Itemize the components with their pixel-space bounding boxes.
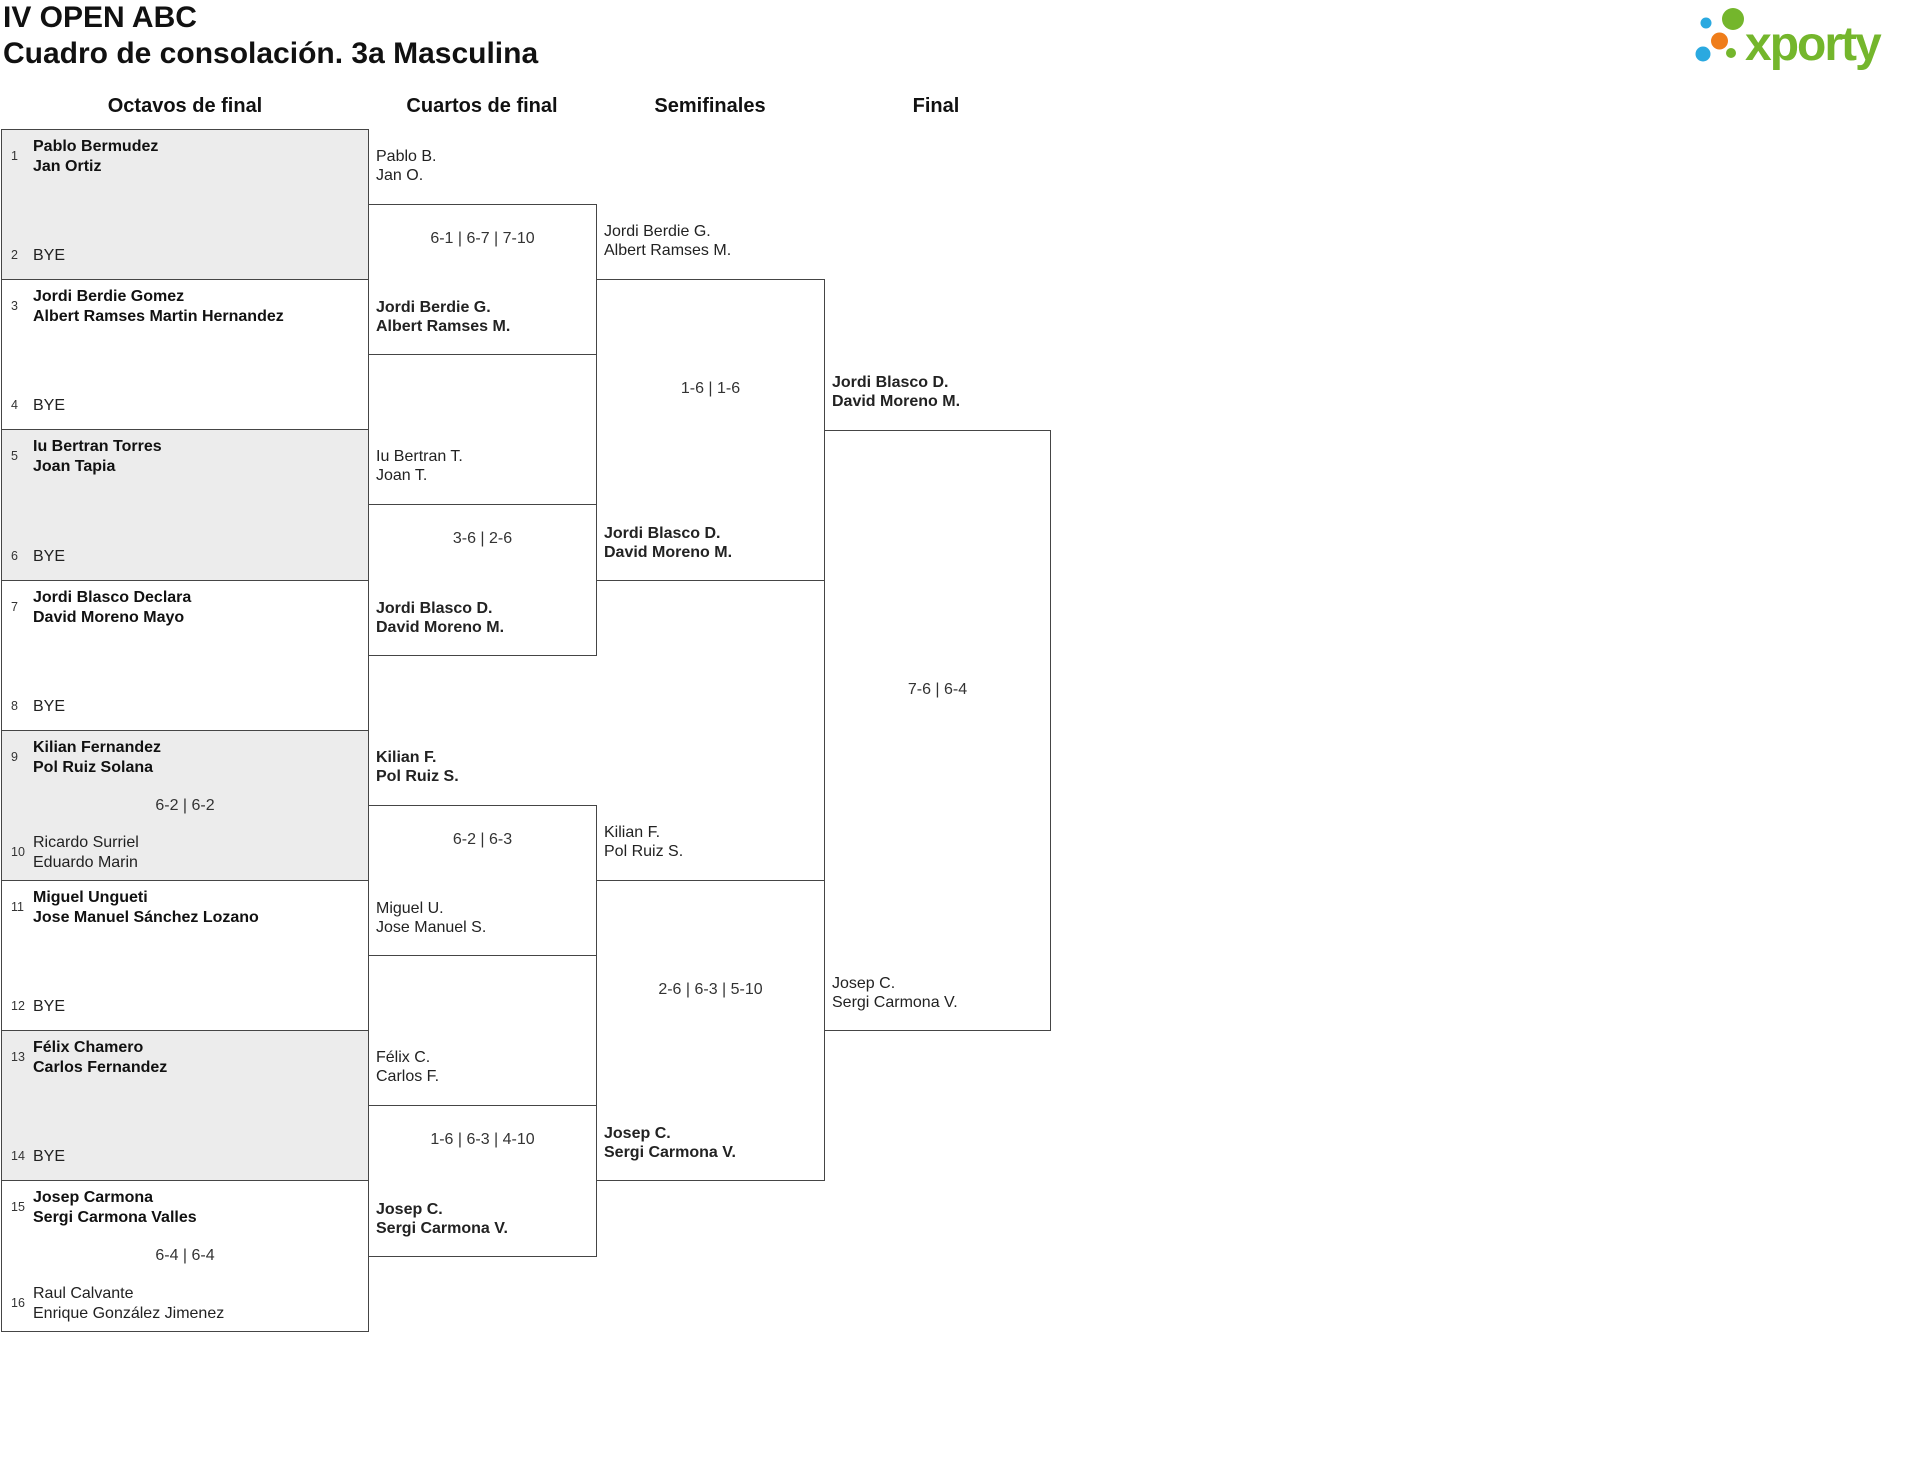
participant-bottom: Jordi Blasco D.David Moreno M. bbox=[604, 525, 733, 561]
participant-top: Jordi Blasco D.David Moreno M. bbox=[832, 374, 961, 410]
participant-bottom: Jordi Berdie G.Albert Ramses M. bbox=[376, 299, 511, 335]
r16-score: 6-4 | 6-4 bbox=[155, 1247, 215, 1264]
round-header-octavos: Octavos de final bbox=[107, 95, 263, 117]
seed-number: 9 bbox=[11, 750, 18, 765]
participant-bottom: Josep C.Sergi Carmona V. bbox=[832, 975, 958, 1011]
bye-label: BYE bbox=[33, 997, 66, 1015]
sf-match-2[interactable]: Kilian F.Pol Ruiz S. 2-6 | 6-3 | 5-10 Jo… bbox=[596, 824, 825, 1181]
match-score: 3-6 | 2-6 bbox=[452, 530, 513, 547]
seed-number: 3 bbox=[11, 299, 18, 314]
participant-top: Jordi Berdie G.Albert Ramses M. bbox=[604, 223, 732, 259]
bracket-entry: 8 BYE bbox=[11, 697, 364, 717]
seed-number: 14 bbox=[11, 1149, 25, 1163]
seed-number: 11 bbox=[11, 900, 24, 915]
participant-top: Kilian F.Pol Ruiz S. bbox=[604, 824, 684, 860]
participant-bottom: Miguel U.Jose Manuel S. bbox=[376, 900, 487, 936]
sf-match-1[interactable]: Jordi Berdie G.Albert Ramses M. 1-6 | 1-… bbox=[596, 223, 825, 581]
bracket-entry: 6 BYE bbox=[11, 547, 364, 567]
seed-number: 4 bbox=[11, 398, 18, 412]
qf-match-1[interactable]: Pablo B.Jan O. 6-1 | 6-7 | 7-10 Jordi Be… bbox=[368, 148, 597, 355]
match-score: 6-1 | 6-7 | 7-10 bbox=[430, 230, 535, 247]
qf-match-4[interactable]: Félix C.Carlos F. 1-6 | 6-3 | 4-10 Josep… bbox=[368, 1049, 597, 1257]
seed-number: 6 bbox=[11, 549, 18, 563]
seed-number: 10 bbox=[11, 845, 25, 860]
bracket-entry: 14 BYE bbox=[11, 1147, 364, 1167]
seed-number: 1 bbox=[11, 149, 18, 164]
r16-score: 6-2 | 6-2 bbox=[155, 796, 215, 814]
seed-number: 7 bbox=[11, 600, 18, 615]
match-score: 1-6 | 6-3 | 4-10 bbox=[430, 1131, 535, 1148]
seed-number: 8 bbox=[11, 699, 18, 713]
logo-wordmark: xporty bbox=[1745, 18, 1882, 71]
match-score: 2-6 | 6-3 | 5-10 bbox=[658, 981, 763, 998]
xporty-logo[interactable]: xporty bbox=[1690, 2, 1916, 76]
qf-match-2[interactable]: Iu Bertran T.Joan T. 3-6 | 2-6 Jordi Bla… bbox=[368, 448, 597, 656]
match-score: 7-6 | 6-4 bbox=[907, 681, 968, 698]
round-header-cuartos: Cuartos de final bbox=[406, 95, 558, 117]
seed-number: 16 bbox=[11, 1296, 25, 1311]
tournament-title: IV OPEN ABC bbox=[3, 1, 197, 34]
participant-top: Félix C.Carlos F. bbox=[376, 1049, 440, 1085]
bye-label: BYE bbox=[33, 1147, 66, 1165]
participant-top: Kilian F.Pol Ruiz S. bbox=[376, 749, 459, 785]
seed-number: 12 bbox=[11, 999, 25, 1013]
seed-number: 15 bbox=[11, 1200, 25, 1215]
participant-bottom: Josep C.Sergi Carmona V. bbox=[376, 1201, 508, 1237]
qf-match-3[interactable]: Kilian F.Pol Ruiz S. 6-2 | 6-3 Miguel U.… bbox=[368, 749, 597, 956]
bracket-subtitle: Cuadro de consolación. 3a Masculina bbox=[3, 37, 539, 70]
bye-label: BYE bbox=[33, 246, 66, 264]
round-header-semifinales: Semifinales bbox=[654, 95, 766, 117]
final-match[interactable]: Jordi Blasco D.David Moreno M. 7-6 | 6-4… bbox=[824, 374, 1051, 1031]
participant-bottom: Josep C.Sergi Carmona V. bbox=[604, 1125, 736, 1161]
round-header-final: Final bbox=[912, 95, 960, 117]
seed-number: 13 bbox=[11, 1050, 25, 1065]
bye-label: BYE bbox=[33, 547, 66, 565]
bye-label: BYE bbox=[33, 697, 66, 715]
bye-label: BYE bbox=[33, 396, 66, 414]
seed-number: 5 bbox=[11, 449, 18, 464]
participant-top: Pablo B.Jan O. bbox=[376, 148, 437, 184]
participant-top: Iu Bertran T.Joan T. bbox=[376, 448, 463, 484]
participant-bottom: Jordi Blasco D.David Moreno M. bbox=[376, 600, 505, 636]
match-score: 1-6 | 1-6 bbox=[680, 380, 741, 397]
bracket-entry: 12 BYE bbox=[11, 997, 364, 1017]
match-score: 6-2 | 6-3 bbox=[452, 831, 513, 848]
bracket-entry: 2 BYE bbox=[11, 246, 364, 266]
seed-number: 2 bbox=[11, 248, 18, 262]
logo-dots-icon bbox=[1695, 8, 1744, 62]
bracket-entry: 4 BYE bbox=[11, 396, 364, 416]
